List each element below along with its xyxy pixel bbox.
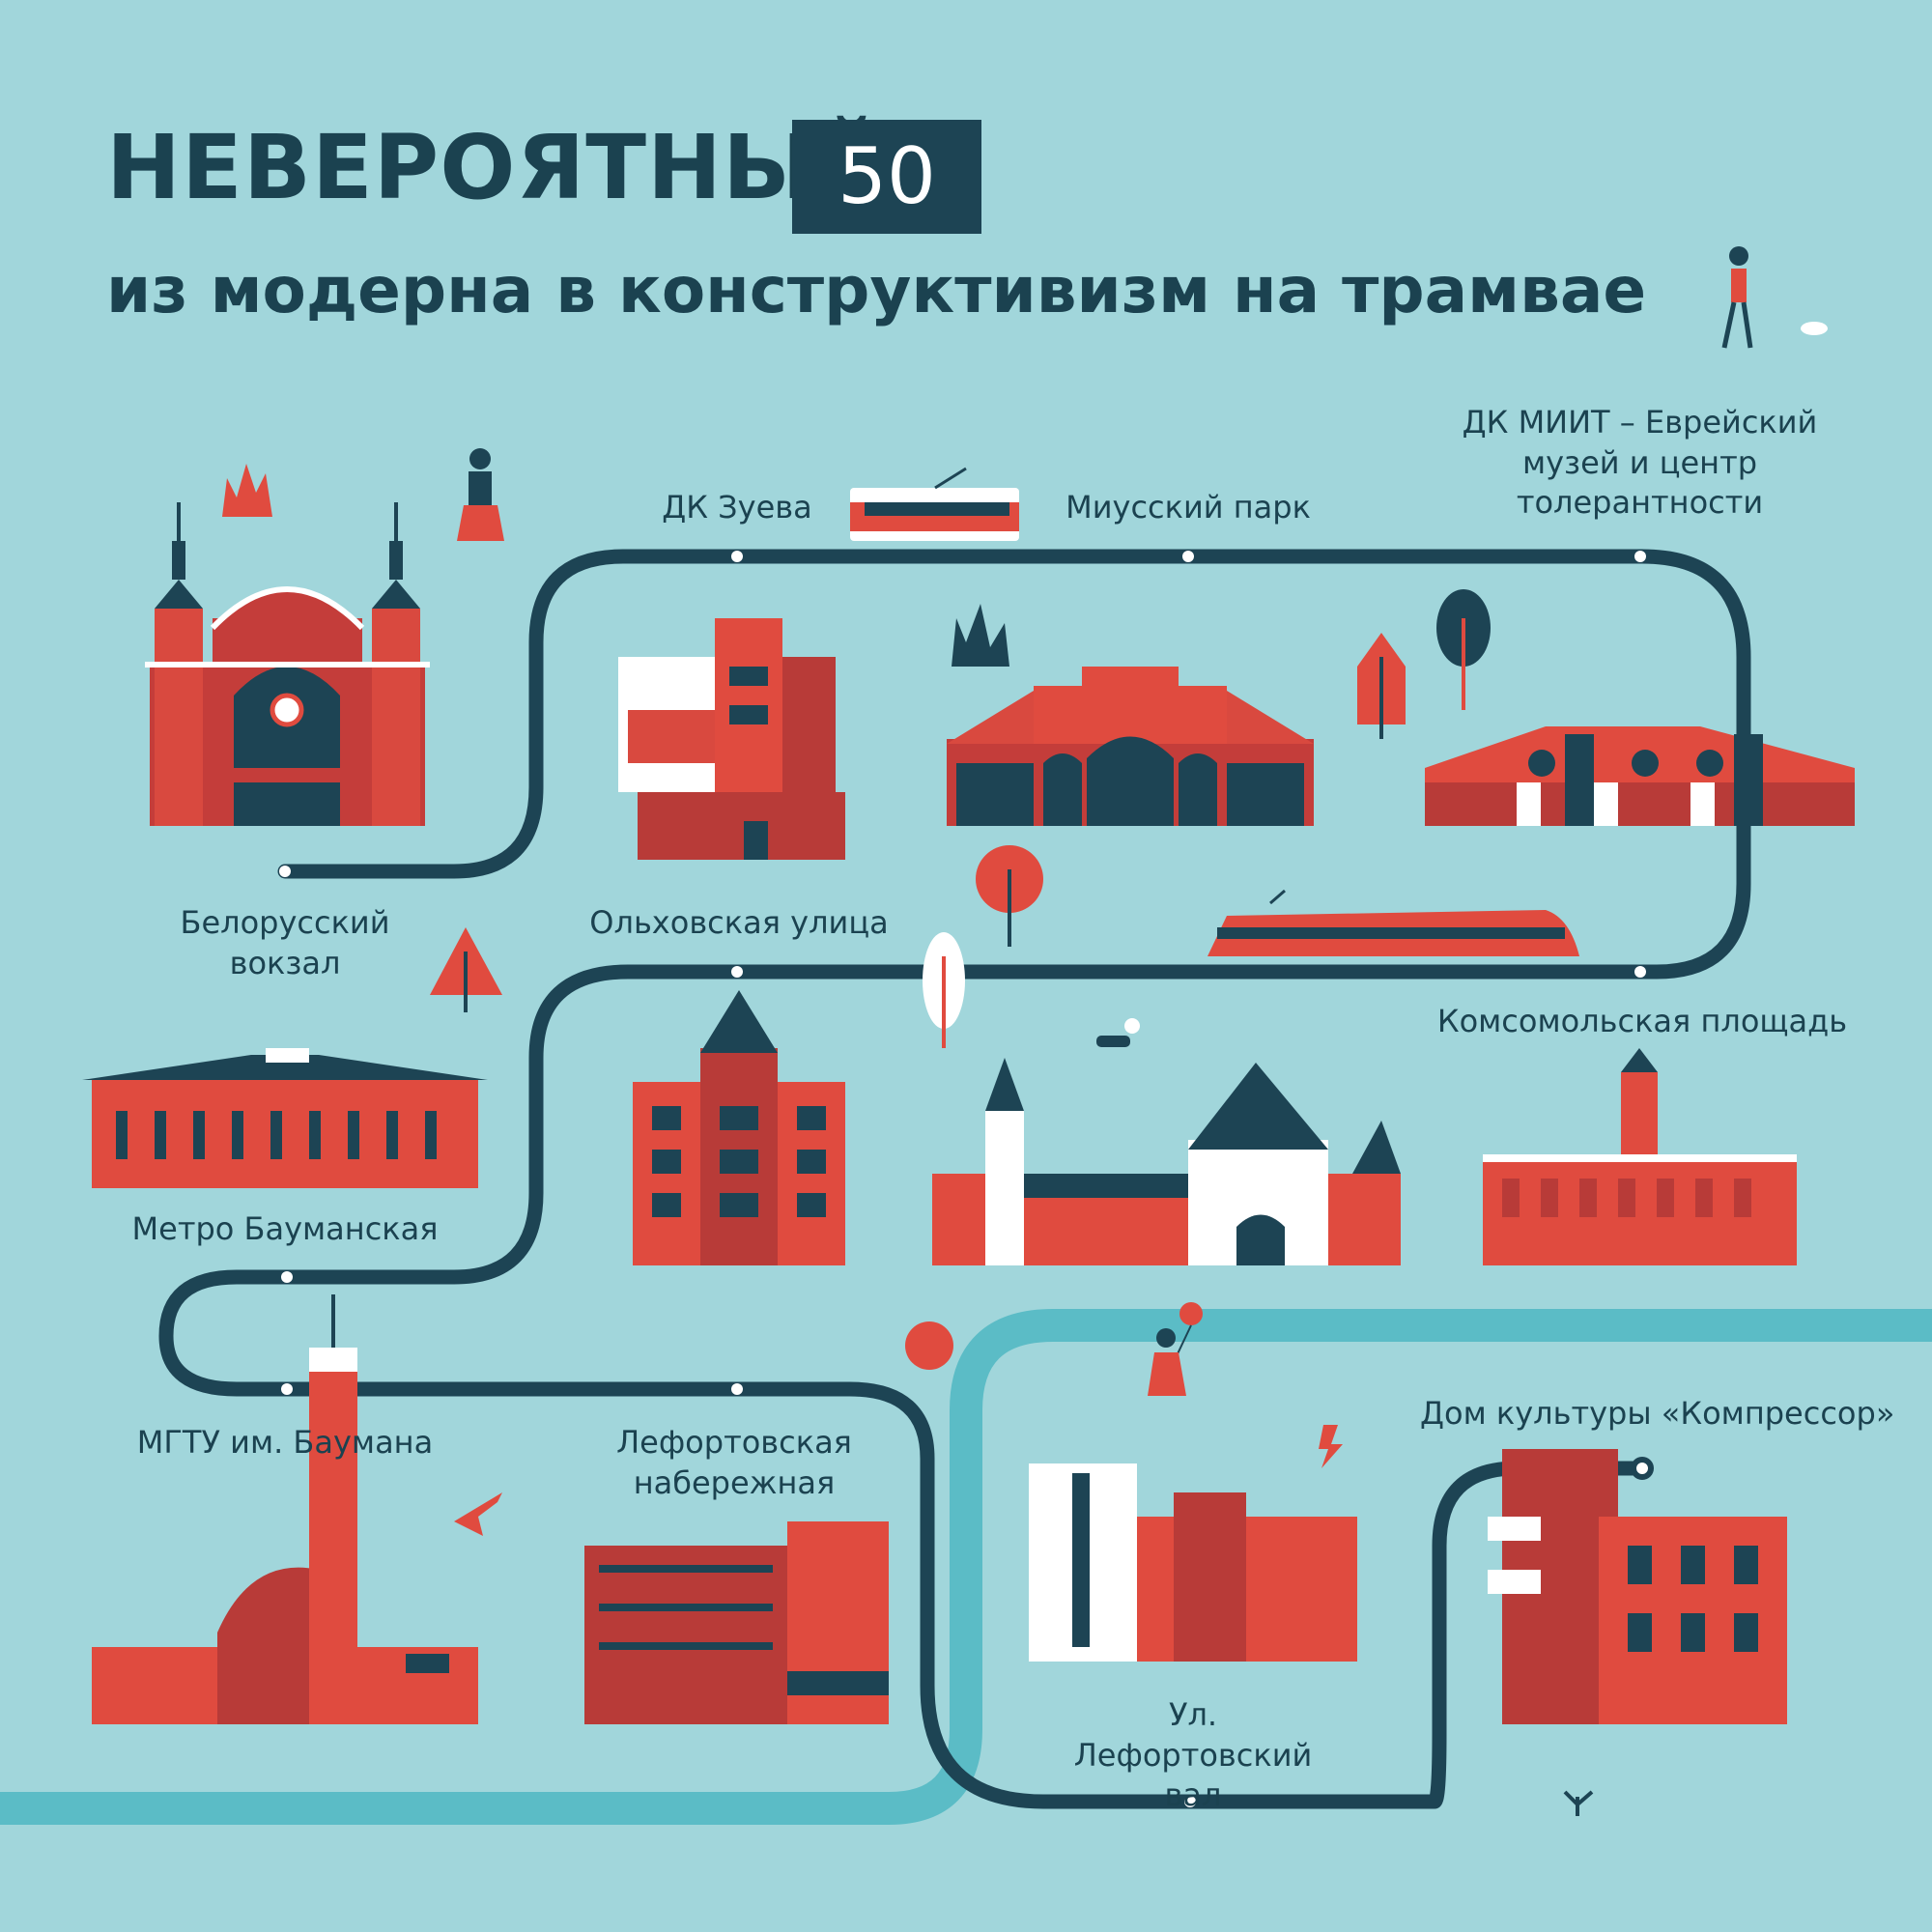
- kompressor-building: [1488, 1449, 1787, 1724]
- stop-label-lefortovsky-val: Ул. Лефортовский вал: [1073, 1696, 1313, 1814]
- stop-dot: [1184, 1796, 1196, 1807]
- bush-icon: [952, 604, 1009, 667]
- tram-route-line: [158, 549, 1751, 1809]
- crawling-baby-icon: [1096, 1018, 1140, 1047]
- stop-label-lefortovskaya-nab: Лефортовская набережная: [616, 1424, 852, 1501]
- bush-icon: [222, 464, 272, 517]
- tree-icon: [923, 932, 965, 1048]
- tram-modern: [1208, 889, 1579, 956]
- stop-dot: [731, 1383, 743, 1395]
- tree-icon: [430, 927, 502, 1012]
- stop-label-miussky: Миусский парк: [1065, 489, 1311, 526]
- stop-label-olkhovskaya: Ольховская улица: [589, 904, 889, 941]
- mgtu-building: [92, 1294, 478, 1724]
- tree-icon: [1436, 589, 1491, 710]
- airplane-icon: [454, 1492, 502, 1536]
- stop-dot: [731, 966, 743, 978]
- woman-with-dog-icon: [1721, 246, 1828, 349]
- woman-shopping-icon: [457, 448, 504, 541]
- baumanskaya-metro-building: [82, 1048, 488, 1188]
- route-end-marker: [1631, 1457, 1654, 1480]
- stop-dot: [731, 551, 743, 562]
- stop-dot: [1182, 551, 1194, 562]
- tree-icon: [976, 845, 1043, 947]
- kazansky-station-building: [932, 1058, 1401, 1265]
- girl-with-balloon-icon: [1148, 1302, 1203, 1396]
- olkhovskaya-building: [618, 618, 845, 860]
- lightning-icon: [1319, 1425, 1343, 1468]
- belorussky-station-building: [145, 502, 430, 826]
- stop-label-belorussky: Белорусский вокзал: [180, 904, 390, 981]
- coral-icon: [1563, 1790, 1594, 1816]
- river: [0, 1309, 1932, 1825]
- stop-dot: [281, 1383, 293, 1395]
- stop-label-dk-miit: ДК МИИТ – Еврейский музей и центр толера…: [1462, 404, 1818, 522]
- route-number-badge: 50: [792, 120, 981, 234]
- tram-vintage: [850, 467, 1019, 541]
- stop-dot: [1634, 966, 1646, 978]
- stop-dot: [281, 1271, 293, 1283]
- dk-miit-building: [1425, 726, 1855, 826]
- olkhovskaya-school-building: [633, 990, 845, 1265]
- stop-label-kompressor: Дом культуры «Компрессор»: [1420, 1395, 1895, 1432]
- page-subtitle: из модерна в конструктивизм на трамвае: [106, 253, 1647, 327]
- tree-icon: [1357, 633, 1406, 739]
- stop-label-dk-zueva: ДК Зуева: [662, 489, 812, 526]
- stop-label-mgtu: МГТУ им. Баумана: [136, 1424, 434, 1461]
- stop-label-komsomolskaya: Комсомольская площадь: [1436, 1003, 1848, 1039]
- bush-icon: [905, 1321, 953, 1370]
- stop-dot: [279, 866, 291, 877]
- page-title: НЕВЕРОЯТНЫЙ: [106, 116, 892, 219]
- komsomolskaya-building: [1483, 1048, 1797, 1265]
- lefortovskaya-embankment-building: [584, 1521, 889, 1724]
- stop-label-baumanskaya: Метро Бауманская: [131, 1210, 439, 1247]
- miussky-station-building: [947, 667, 1314, 826]
- lefortovsky-val-building: [1029, 1463, 1357, 1662]
- stop-dot: [1634, 551, 1646, 562]
